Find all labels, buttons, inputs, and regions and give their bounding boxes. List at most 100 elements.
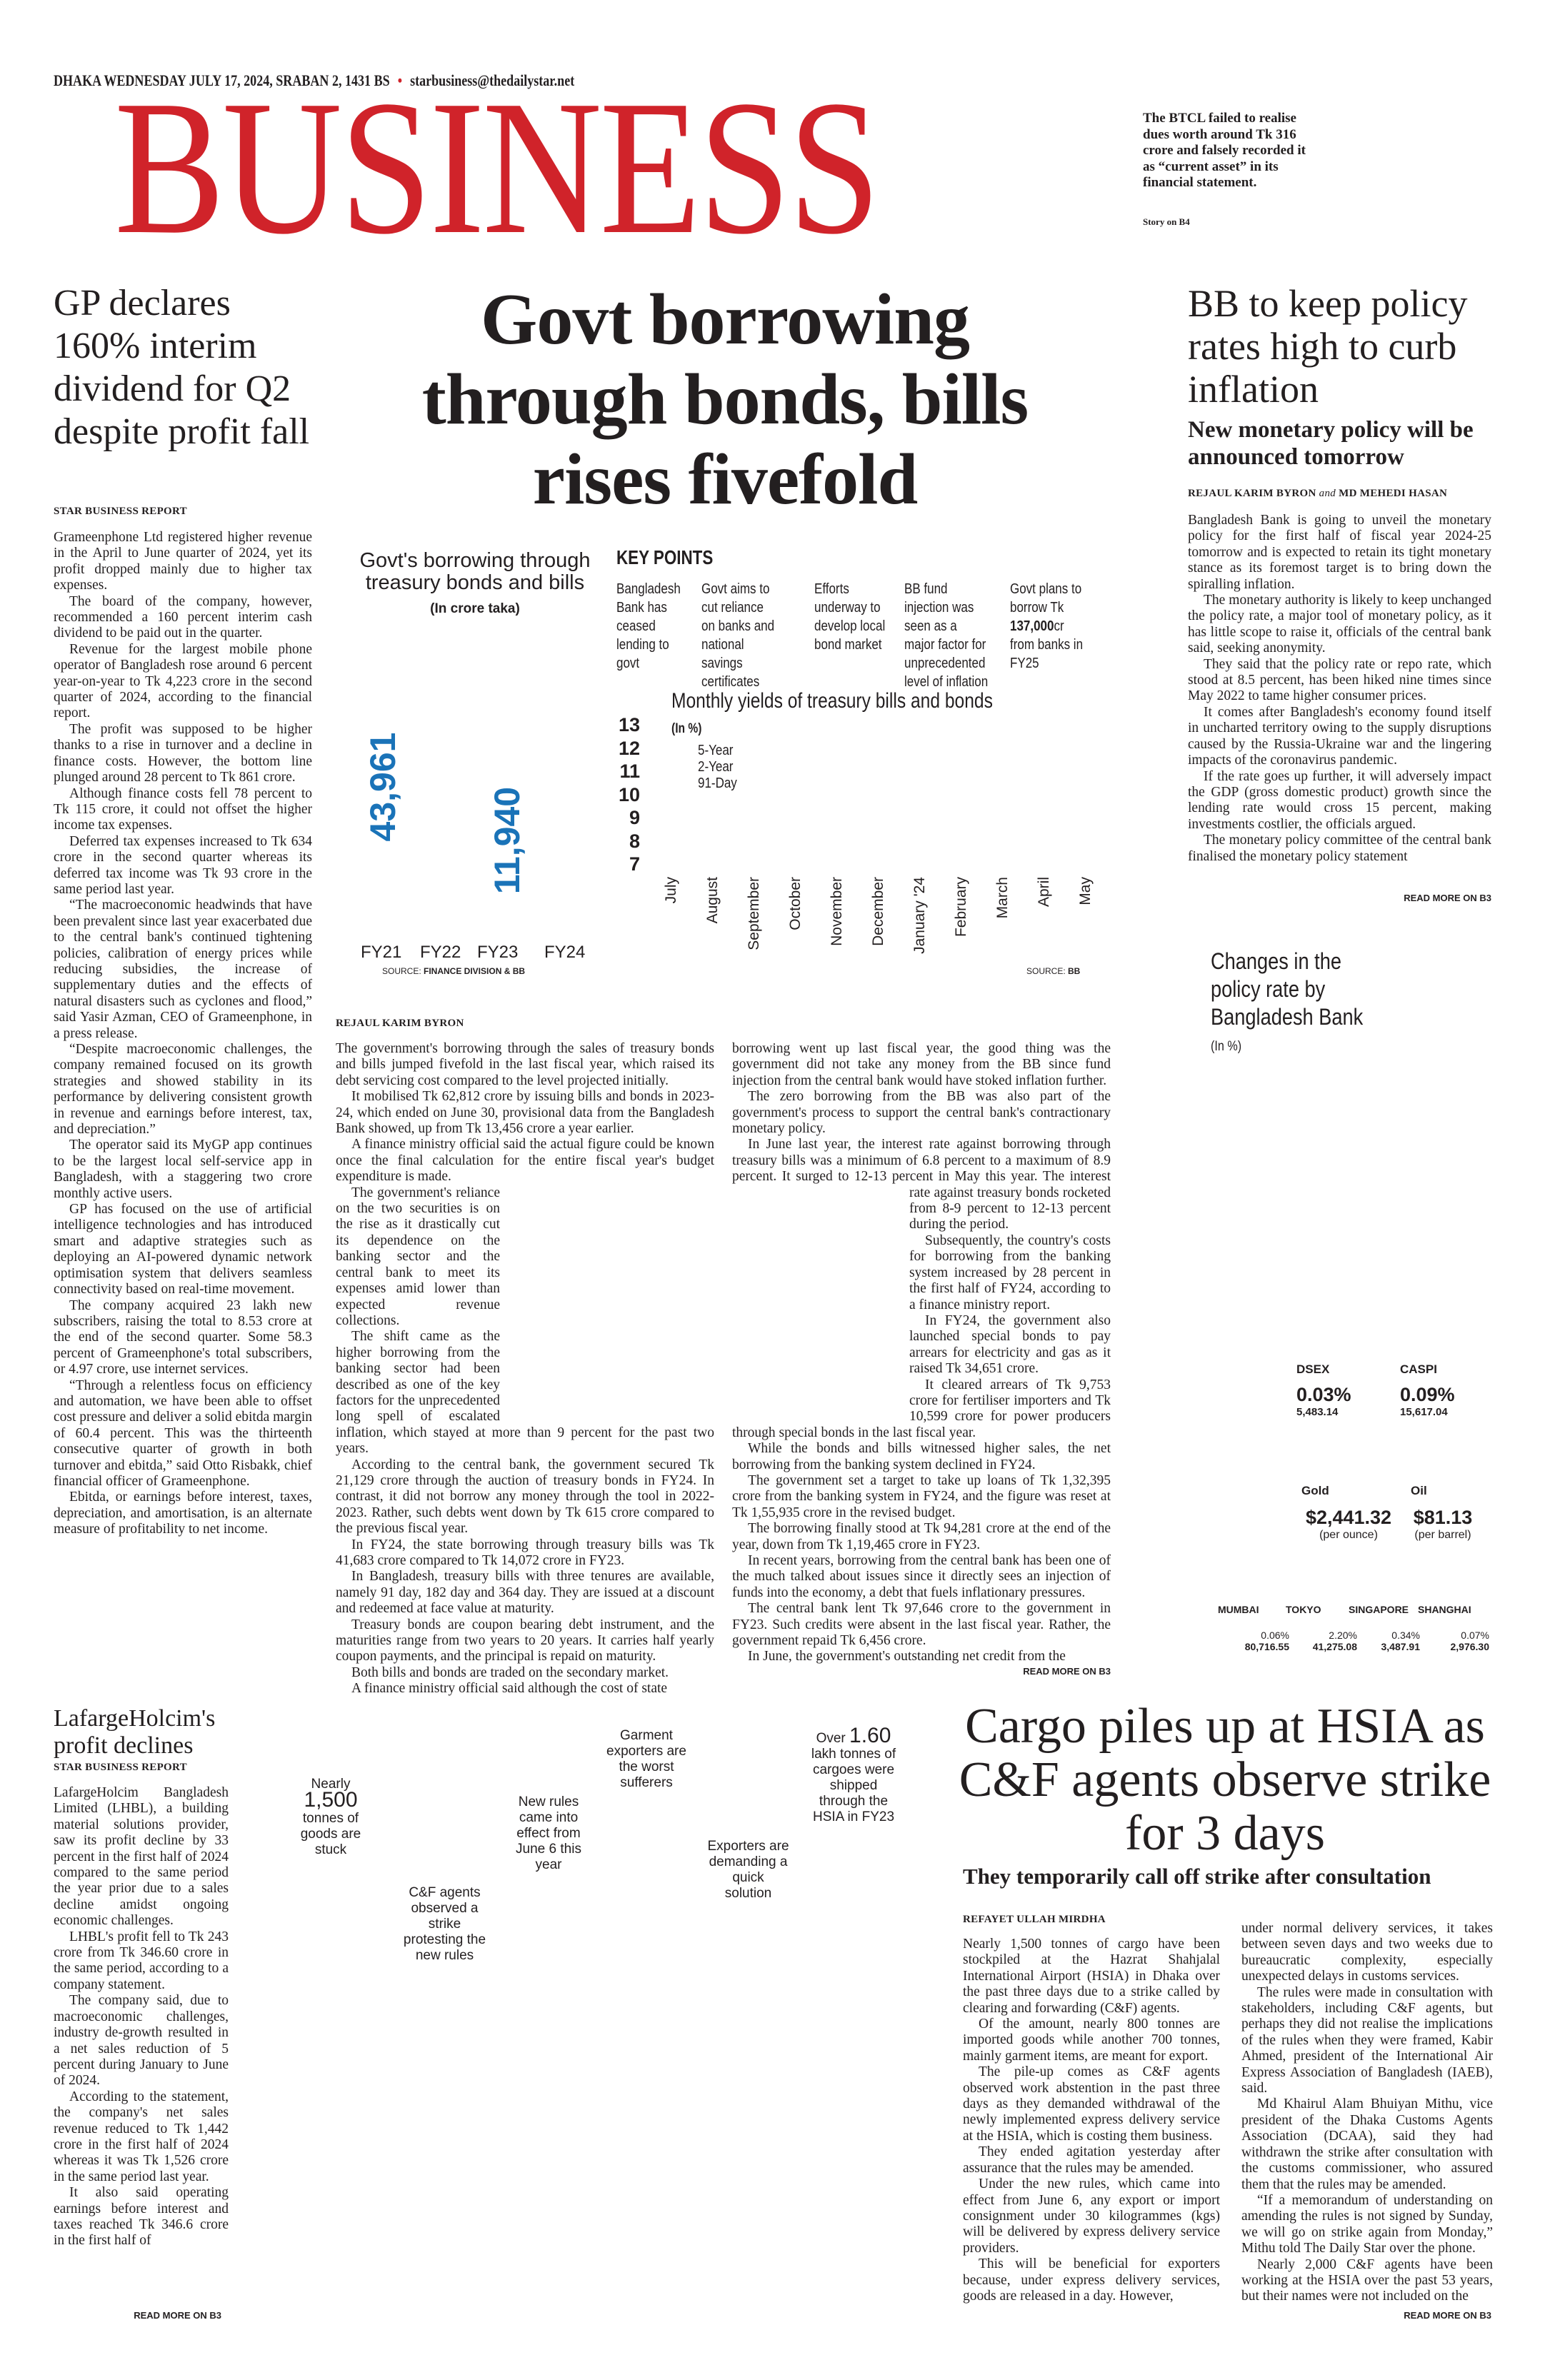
lead-byline: REJAUL KARIM BYRON: [336, 1018, 464, 1029]
policy-chart-subtitle: (In %): [1211, 1039, 1242, 1054]
paragraph: Ebitda, or earnings before interest, tax…: [54, 1490, 312, 1537]
bar-value-label-fy21: 43,961: [363, 732, 403, 842]
label: CASPI: [1400, 1362, 1437, 1376]
market-caspi: CASPI 0.09% 15,617.04: [1400, 1362, 1500, 1418]
paragraph: LHBL's profit fell to Tk 243 crore from …: [54, 1929, 229, 1992]
cargo-headline[interactable]: Cargo piles up at HSIA as C&F agents obs…: [959, 1699, 1491, 1861]
x-tick-label: March: [994, 877, 1011, 919]
paragraph: Although finance costs fell 78 percent t…: [54, 785, 312, 833]
paragraph: The central bank lent Tk 97,646 crore to…: [732, 1601, 1111, 1649]
lafarge-headline[interactable]: LafargeHolcim's profit declines: [54, 1705, 216, 1759]
bar-chart-subtitle: (In crore taka): [430, 601, 520, 616]
x-tick-label: August: [704, 877, 721, 924]
paragraph: In June last year, the interest rate aga…: [732, 1137, 1111, 1232]
cargo-subhead: They temporarily call off strike after c…: [963, 1864, 1431, 1889]
paragraph: A finance ministry official said althoug…: [351, 1681, 668, 1697]
paragraph: The board of the company, however, recom…: [54, 593, 312, 641]
paragraph: The profit was supposed to be higher tha…: [54, 721, 312, 785]
y-tick-label: 11: [619, 760, 640, 782]
paragraph: The monetary authority is likely to keep…: [1188, 593, 1491, 656]
kp-text: Govt plans to borrow Tk: [1010, 581, 1082, 616]
label: DSEX: [1296, 1362, 1330, 1376]
x-tick-label: April: [1036, 877, 1052, 908]
x-tick-fy21: FY21: [361, 943, 402, 962]
legend-91-day: 91-Day: [698, 775, 737, 791]
x-tick-label: December: [870, 877, 886, 946]
cargo-read-more[interactable]: READ MORE ON B3: [1404, 2310, 1491, 2321]
paragraph: The borrowing finally stood at Tk 94,281…: [732, 1521, 1111, 1552]
y-tick-label: 9: [629, 807, 640, 828]
yield-chart-source: SOURCE: BB: [1026, 966, 1080, 976]
paragraph: Under the new rules, which came into eff…: [963, 2176, 1220, 2256]
paragraph: It mobilised Tk 62,812 crore by issuing …: [336, 1089, 714, 1137]
bar-value-label-fy23: 11,940: [487, 786, 527, 895]
kp-text: cr from banks in FY25: [1010, 618, 1084, 671]
and: and: [1319, 488, 1336, 499]
paragraph: GP has focused on the use of artificial …: [54, 1202, 312, 1297]
gp-headline[interactable]: GP declares 160% interim dividend for Q2…: [54, 283, 310, 452]
paragraph: Treasury bonds are coupon bearing debt i…: [336, 1617, 714, 1665]
n: 1.60: [849, 1724, 891, 1747]
policy-chart-title: Changes in the policy rate by Bangladesh…: [1211, 948, 1364, 1030]
paragraph: They ended agitation yesterday after ass…: [963, 2144, 1220, 2176]
t: tonnes of goods are stuck: [300, 1811, 361, 1857]
y-tick-label: 13: [619, 714, 641, 735]
value: 3,487.91: [1381, 1641, 1421, 1652]
paragraph: The company said, due to macroeconomic c…: [54, 1993, 229, 2089]
change: 2.20%: [1329, 1630, 1357, 1641]
change: 0.34%: [1391, 1630, 1420, 1641]
callout-new-rules: New rules came into effect from June 6 t…: [516, 1794, 581, 1872]
cargo-col1: Nearly 1,500 tonnes of cargo have been s…: [963, 1937, 1220, 2304]
author: MD MEHEDI HASAN: [1339, 488, 1448, 499]
paragraph: In June, the government's outstanding ne…: [748, 1649, 1066, 1665]
lead-col2: borrowing went up last fiscal year, the …: [732, 1041, 1111, 1665]
change: 0.07%: [1461, 1630, 1489, 1641]
paragraph: A finance ministry official said the act…: [336, 1137, 714, 1185]
x-tick-fy22: FY22: [420, 943, 461, 962]
paragraph: According to the statement, the company'…: [54, 2089, 229, 2184]
bullet-icon: •: [397, 71, 403, 89]
t: Nearly: [311, 1777, 351, 1792]
lead-read-more[interactable]: READ MORE ON B3: [1023, 1666, 1111, 1677]
market-dsex: DSEX 0.03% 5,483.14: [1296, 1362, 1396, 1418]
gp-body: Grameenphone Ltd registered higher reven…: [54, 530, 312, 1538]
paragraph: Nearly 2,000 C&F agents have been workin…: [1241, 2256, 1493, 2304]
email-link[interactable]: starbusiness@thedailystar.net: [410, 71, 575, 89]
bb-read-more[interactable]: READ MORE ON B3: [1404, 893, 1491, 903]
paragraph: In FY24, the state borrowing through tre…: [336, 1537, 714, 1568]
paragraph: borrowing went up last fiscal year, the …: [732, 1041, 1111, 1088]
t: Over: [816, 1731, 850, 1746]
paragraph: If the rate goes up further, it will adv…: [1188, 768, 1491, 832]
paragraph: under normal delivery services, it takes…: [1241, 1921, 1493, 1984]
lead-headline-line: through bonds, bills: [421, 359, 1029, 440]
value: 15,617.04: [1400, 1406, 1448, 1418]
source-name: FINANCE DIVISION & BB: [424, 966, 526, 976]
market-oil: Oil $81.13 (per barrel): [1396, 1484, 1489, 1542]
key-point: Govt plans to borrow Tk 137,000cr from b…: [1010, 580, 1086, 673]
bb-headline[interactable]: BB to keep policy rates high to curb inf…: [1188, 282, 1468, 411]
lead-headline[interactable]: Govt borrowing through bonds, bills rise…: [336, 280, 1114, 520]
lafarge-read-more[interactable]: READ MORE ON B3: [134, 2310, 221, 2321]
change: 0.03%: [1296, 1384, 1351, 1405]
key-point: Efforts underway to develop local bond m…: [814, 581, 886, 653]
source-name: BB: [1068, 966, 1081, 976]
teaser: The BTCL failed to realise dues worth ar…: [1143, 111, 1306, 190]
value: 5,483.14: [1296, 1406, 1339, 1418]
unit: (per ounce): [1319, 1529, 1378, 1541]
legend-5-year: 5-Year: [698, 743, 734, 758]
paragraph: This will be beneficial for exporters be…: [963, 2256, 1220, 2304]
key-points-title: KEY POINTS: [616, 546, 714, 568]
teaser-ref[interactable]: Story on B4: [1143, 216, 1190, 227]
price: $81.13: [1413, 1507, 1473, 1528]
author: REJAUL KARIM BYRON: [1188, 488, 1316, 499]
yield-chart-title: Monthly yields of treasury bills and bon…: [671, 689, 993, 713]
key-point: Bangladesh Bank has ceased lending to go…: [616, 581, 681, 671]
paragraph: The government's reliance on the two sec…: [336, 1185, 500, 1328]
x-tick-label: February: [953, 877, 969, 938]
yield-chart-subtitle: (In %): [671, 721, 702, 736]
lead-headline-line: rises fivefold: [532, 439, 918, 520]
paragraph: The zero borrowing from the BB was also …: [732, 1089, 1111, 1137]
